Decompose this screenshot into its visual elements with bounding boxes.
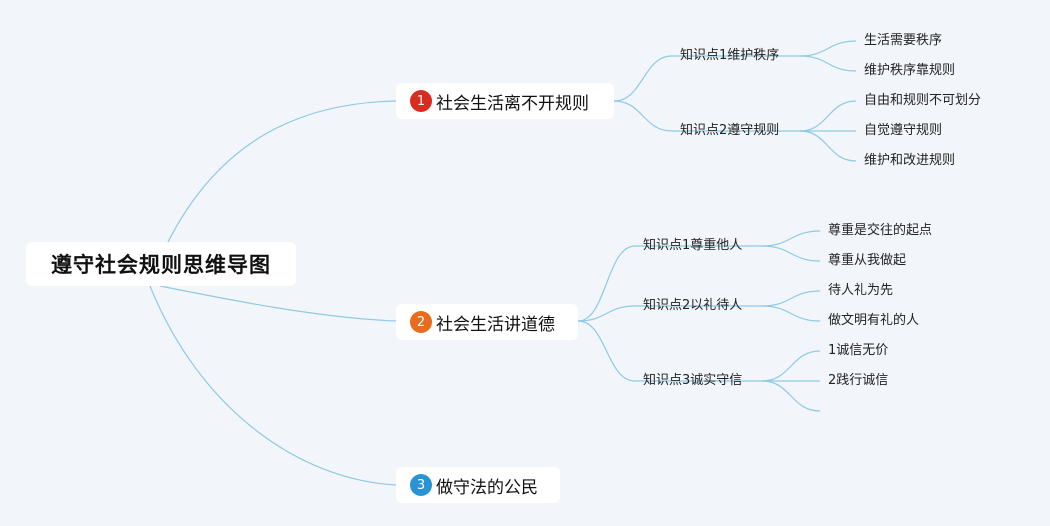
sub-node-1-2[interactable]: 知识点2遵守规则 bbox=[680, 123, 780, 138]
number-badge-1: 1 bbox=[410, 90, 432, 112]
branch-node-2[interactable]: 2 社会生活讲道德 bbox=[396, 304, 578, 340]
link-b1-sub2 bbox=[613, 100, 673, 132]
sub-node-1-1[interactable]: 知识点1维护秩序 bbox=[680, 48, 780, 63]
link-2-2-1 bbox=[761, 290, 821, 307]
leaf-2-2-2[interactable]: 做文明有礼的人 bbox=[828, 313, 920, 328]
link-2-2-2 bbox=[761, 305, 821, 322]
leaf-1-2-3[interactable]: 维护和改进规则 bbox=[864, 153, 956, 168]
link-1-2-1 bbox=[799, 100, 857, 132]
link-1-1-1 bbox=[799, 40, 857, 57]
branch-label-1: 社会生活离不开规则 bbox=[436, 93, 589, 114]
sub-node-2-2[interactable]: 知识点2以礼待人 bbox=[643, 298, 743, 313]
leaf-2-1-2[interactable]: 尊重从我做起 bbox=[828, 253, 907, 268]
link-2-1-2 bbox=[761, 245, 821, 262]
sub-node-2-3[interactable]: 知识点3诚实守信 bbox=[643, 373, 743, 388]
number-badge-2: 2 bbox=[410, 311, 432, 333]
link-2-1-1 bbox=[761, 230, 821, 247]
link-1-2-3 bbox=[799, 130, 857, 162]
number-badge-3: 3 bbox=[410, 474, 432, 496]
link-b2-sub3 bbox=[577, 320, 636, 382]
link-b2-sub2 bbox=[577, 305, 636, 322]
root-title: 遵守社会规则思维导图 bbox=[51, 253, 271, 277]
leaf-1-1-2[interactable]: 维护秩序靠规则 bbox=[864, 63, 956, 78]
link-b2-sub1 bbox=[577, 245, 636, 322]
branch-label-2: 社会生活讲道德 bbox=[436, 314, 555, 335]
link-b1-sub1 bbox=[613, 55, 673, 102]
link-2-3-3 bbox=[761, 380, 821, 412]
leaf-1-1-1[interactable]: 生活需要秩序 bbox=[864, 33, 943, 48]
branch-label-3: 做守法的公民 bbox=[436, 477, 538, 498]
branch-node-1[interactable]: 1 社会生活离不开规则 bbox=[396, 83, 614, 119]
leaf-1-2-1[interactable]: 自由和规则不可划分 bbox=[864, 93, 982, 108]
link-1-1-2 bbox=[799, 55, 857, 72]
leaf-1-2-2[interactable]: 自觉遵守规则 bbox=[864, 123, 943, 138]
root-node[interactable]: 遵守社会规则思维导图 bbox=[26, 242, 296, 286]
leaf-2-1-1[interactable]: 尊重是交往的起点 bbox=[828, 223, 933, 238]
branch-node-3[interactable]: 3 做守法的公民 bbox=[396, 467, 560, 503]
link-2-3-1 bbox=[761, 350, 821, 382]
leaf-2-3-1[interactable]: 1诚信无价 bbox=[828, 343, 889, 358]
sub-node-2-1[interactable]: 知识点1尊重他人 bbox=[643, 238, 743, 253]
link-root-branch-2 bbox=[159, 285, 397, 322]
leaf-2-2-1[interactable]: 待人礼为先 bbox=[828, 283, 894, 298]
link-root-branch-3 bbox=[149, 285, 397, 486]
link-root-branch-1 bbox=[167, 100, 397, 243]
leaf-2-3-2[interactable]: 2践行诚信 bbox=[828, 373, 889, 388]
